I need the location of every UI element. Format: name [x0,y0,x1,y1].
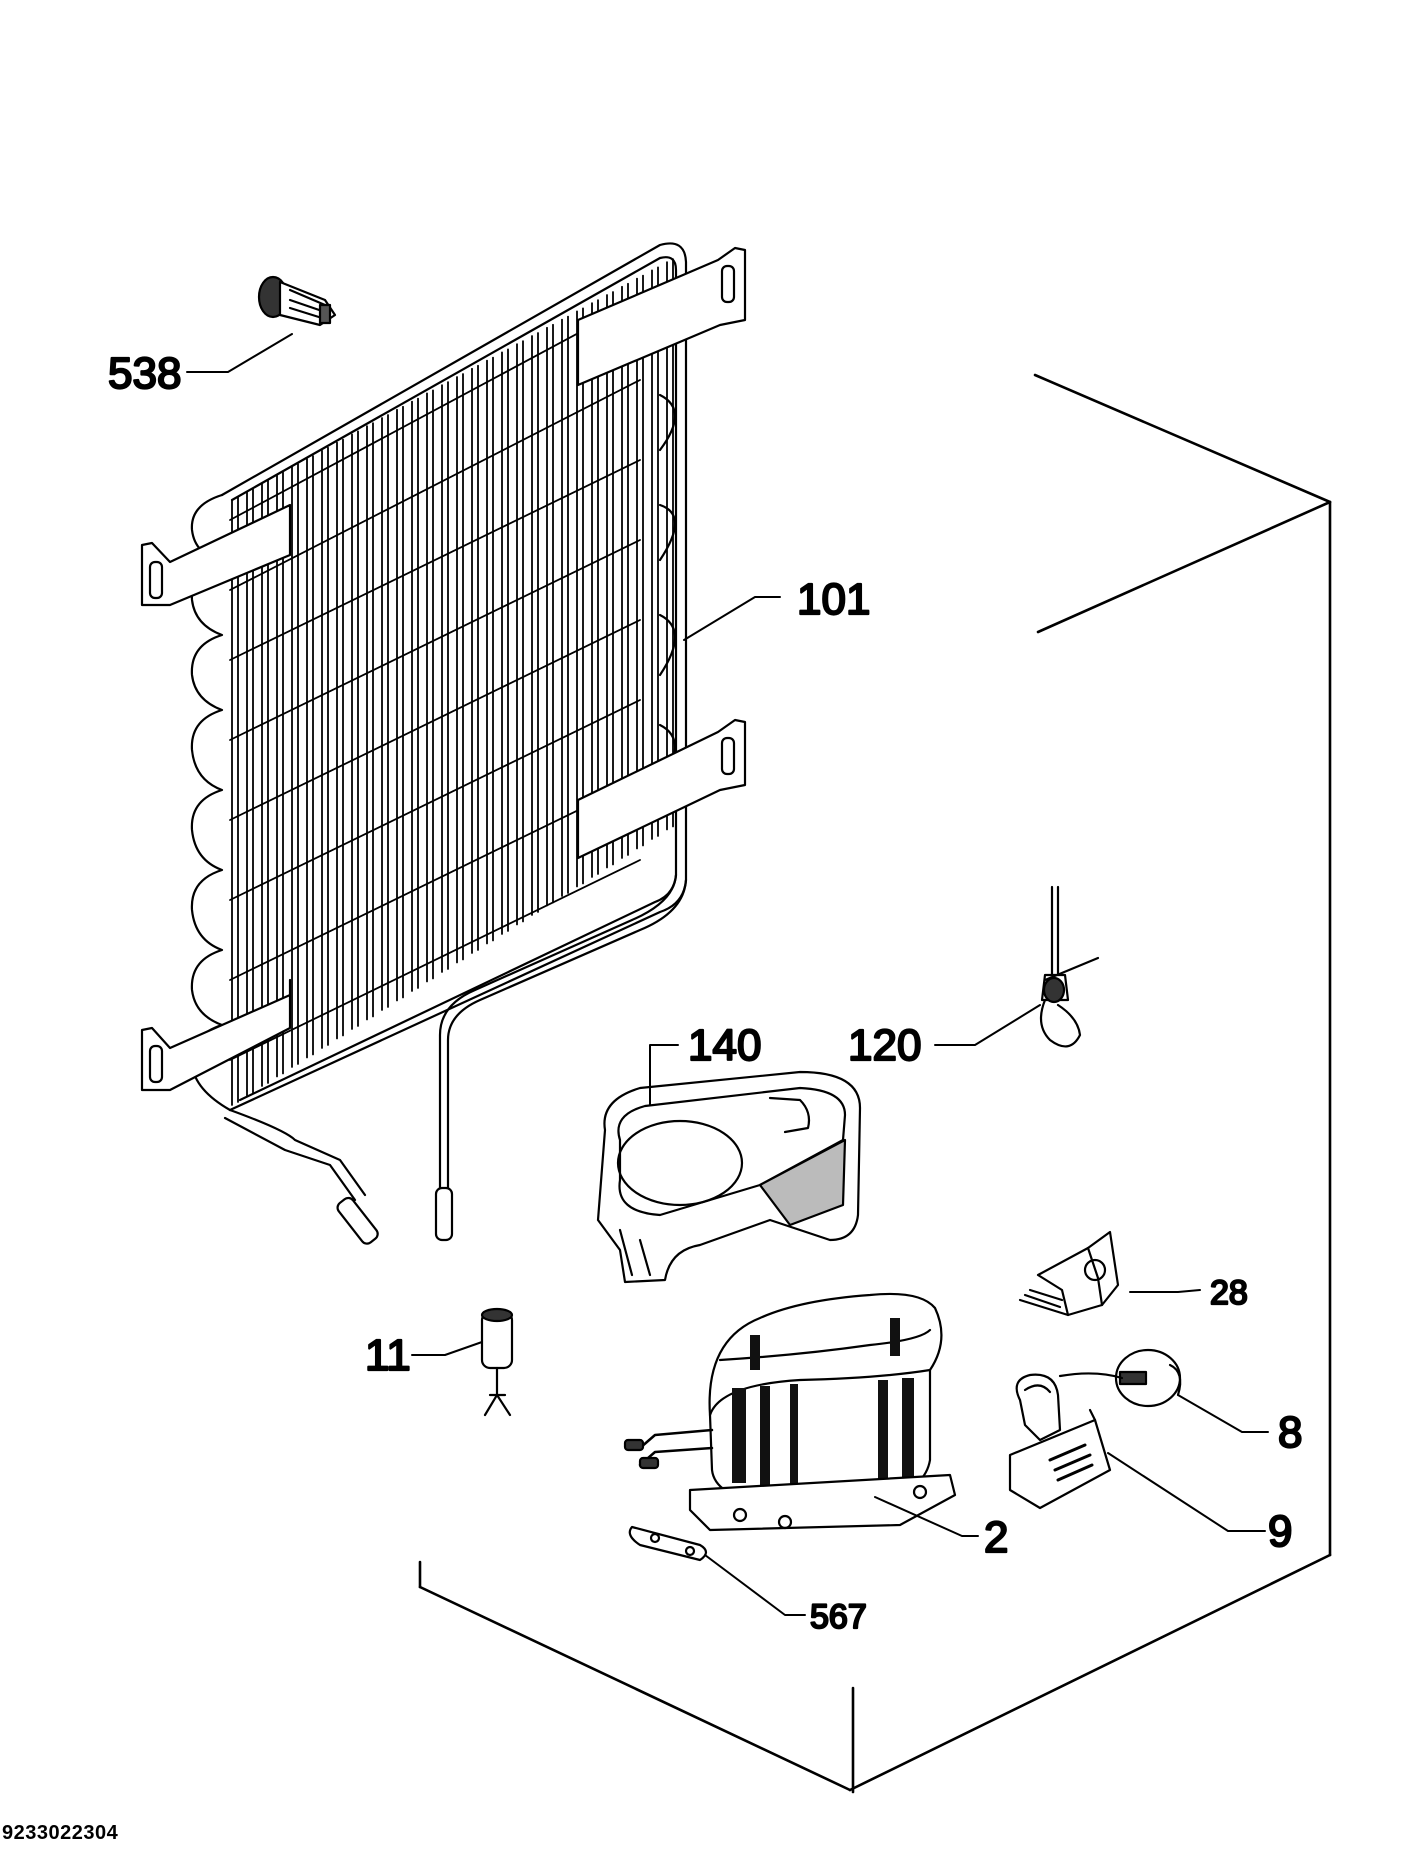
part-11-drier [480,1307,514,1417]
part-label-538: 538 [108,349,181,398]
leader-120 [934,1004,1041,1046]
part-140-tray [596,1070,862,1284]
cabinet-outline [418,373,1332,1794]
part-538-clip [257,275,337,327]
leader-101 [683,596,781,641]
part-28-bracket [1018,1230,1120,1317]
leader-567 [704,1554,806,1616]
part-label-2: 2 [984,1513,1008,1562]
part-120-sensor [1039,885,1100,1048]
leader-2 [874,1496,979,1537]
leader-lines [186,333,1269,1616]
part-567-strap [628,1525,708,1562]
condenser-bracket-bottom-left [140,978,292,1092]
leader-140 [649,1044,679,1106]
part-8-overload [1058,1348,1182,1408]
part-label-11: 11 [365,1331,411,1380]
part-label-9: 9 [1268,1507,1292,1556]
part-label-28: 28 [1210,1274,1248,1312]
condenser-bracket-mid-right [576,718,747,860]
condenser-bracket-top-left [140,503,292,607]
condenser [140,242,747,1245]
condenser-bracket-top-right [576,246,747,387]
part-label-120: 120 [848,1021,921,1070]
leader-9 [1107,1452,1266,1532]
part-label-101: 101 [797,575,870,624]
document-id: 9233022304 [2,1822,119,1844]
leader-8 [1177,1394,1269,1433]
part-label-8: 8 [1278,1408,1302,1457]
leader-538 [186,333,293,373]
part-label-140: 140 [688,1021,761,1070]
part-label-567: 567 [810,1598,867,1636]
part-2-compressor [623,1292,957,1532]
leader-28 [1129,1289,1201,1293]
part-9-relay [1008,1373,1112,1510]
leader-11 [411,1341,483,1356]
